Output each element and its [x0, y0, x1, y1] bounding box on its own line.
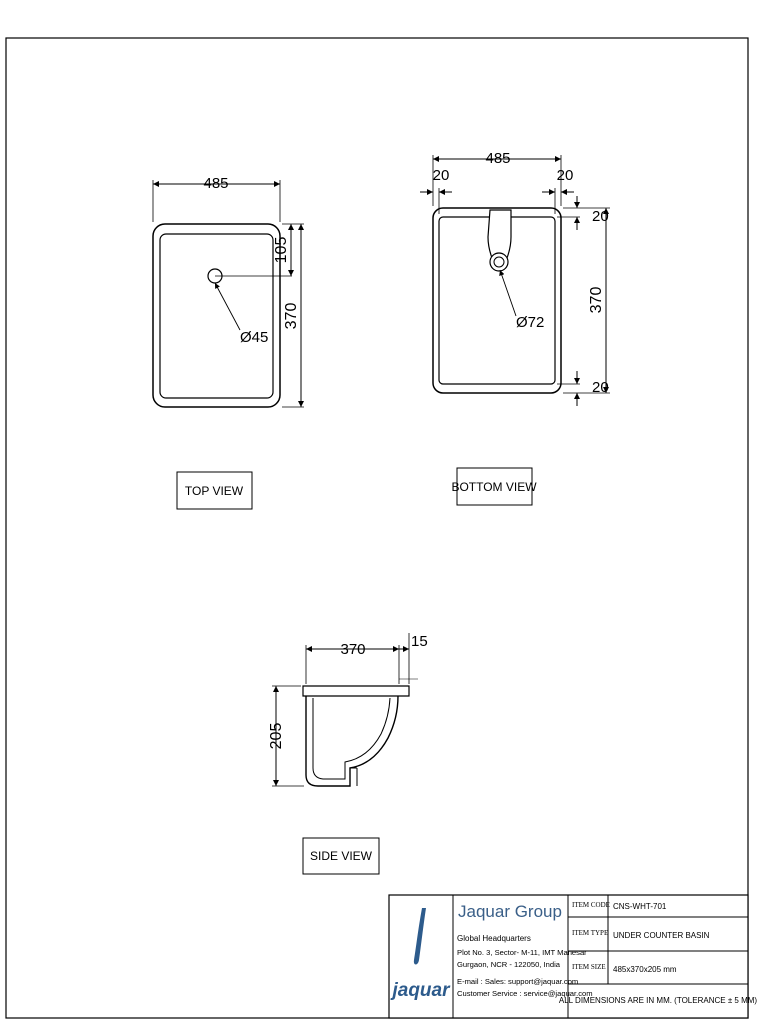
item-code-value: CNS-WHT-701 — [613, 902, 667, 911]
side-view-label-box — [302, 837, 380, 875]
address-line-2: Gurgaon, NCR - 122050, India — [457, 960, 561, 969]
bottom-depth-dim: 370 — [588, 287, 605, 314]
hq-title: Global Headquarters — [457, 934, 531, 943]
side-depth-dim: 370 — [340, 641, 365, 658]
bottom-view-outer-outline — [432, 207, 562, 394]
sheet-border — [5, 37, 749, 1019]
bottom-view-drain-channel — [487, 209, 512, 259]
title-block: jaquar Jaquar Group Global Headquarters … — [388, 894, 758, 1019]
bottom-view-label: BOTTOM VIEW — [451, 480, 537, 494]
item-code-label: ITEM CODE — [572, 901, 610, 909]
bottom-view-drain-outer — [489, 252, 509, 272]
service-line: Customer Service : service@jaquar.com — [457, 989, 593, 998]
bottom-right-margin-dim: 20 — [557, 167, 574, 184]
top-hole-leader — [214, 282, 241, 331]
side-rim-dim: 15 — [411, 633, 428, 650]
bottom-hole-leader — [499, 269, 517, 317]
top-offset-dim: 105 — [273, 237, 290, 264]
jaquar-logo: jaquar — [389, 908, 451, 1001]
bottom-width-dim: 485 — [485, 150, 510, 167]
bottom-hole-dim: Ø72 — [516, 314, 544, 331]
top-view-inner-outline — [159, 233, 274, 399]
side-view-bowl-inner — [312, 697, 391, 780]
company-name: Jaquar Group — [458, 902, 562, 921]
item-type-value: UNDER COUNTER BASIN — [613, 931, 710, 940]
side-view-bowl-outer — [305, 695, 399, 787]
top-width-dim: 485 — [203, 175, 228, 192]
top-hole-dim: Ø45 — [240, 329, 268, 346]
dimension-note: ALL DIMENSIONS ARE IN MM. (TOLERANCE ± 5… — [559, 996, 758, 1005]
side-view: 370 15 205 SIDE VIEW — [268, 633, 428, 875]
email-line: E-mail : Sales: support@jaquar.com — [457, 977, 578, 986]
bottom-top-margin-dim: 20 — [592, 208, 609, 225]
bottom-view-drain-inner — [493, 256, 505, 268]
bottom-view-label-box — [456, 467, 533, 506]
side-height-dim: 205 — [268, 723, 285, 750]
bottom-bottom-margin-dim: 20 — [592, 379, 609, 396]
top-view-label-box — [176, 471, 253, 510]
item-size-value: 485x370x205 mm — [613, 965, 677, 974]
top-view: 485 370 105 Ø45 TOP VIEW — [152, 175, 304, 510]
item-size-label: ITEM SIZE — [572, 963, 606, 971]
address-line-1: Plot No. 3, Sector- M-11, IMT Manesar — [457, 948, 587, 957]
item-type-label: ITEM TYPE — [572, 929, 608, 937]
top-view-label: TOP VIEW — [185, 484, 244, 498]
jaquar-logo-mark — [413, 908, 426, 965]
jaquar-logo-word: jaquar — [389, 980, 451, 1001]
top-depth-dim: 370 — [283, 303, 300, 330]
top-view-outer-outline — [152, 223, 281, 408]
side-view-label: SIDE VIEW — [310, 849, 373, 863]
bottom-view: 485 20 20 370 20 20 Ø72 BOTTOM VIEW — [420, 150, 610, 506]
side-view-rim — [302, 685, 410, 697]
bottom-left-margin-dim: 20 — [433, 167, 450, 184]
